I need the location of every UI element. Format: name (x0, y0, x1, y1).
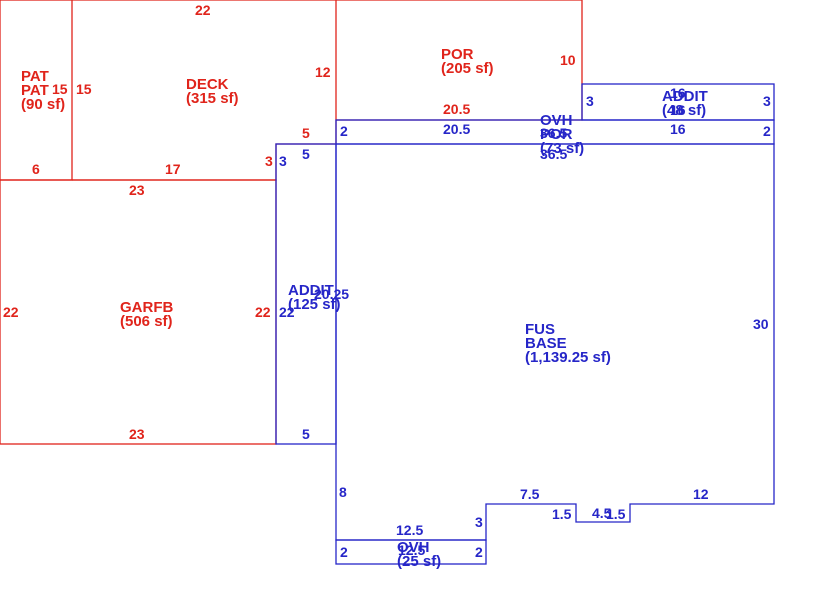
dim-pat-top-left: 15 (52, 81, 68, 97)
dim-fus-left-lower: 8 (339, 484, 347, 500)
ovh-bottom-area: (25 sf) (397, 553, 442, 570)
fus-area: (1,139.25 sf) (525, 349, 611, 366)
dim-por-right: 10 (560, 52, 576, 68)
dim-fus-bottom-right: 12 (693, 486, 709, 502)
dim-ovh-b-bottom: 12.5 (398, 542, 426, 558)
blue-outlines (275, 83, 775, 565)
area-label-por: POR (205 sf) (441, 46, 494, 77)
por-name: POR (441, 46, 474, 63)
dim-ovh-length-b: 36.5 (540, 146, 568, 162)
dim-addit-r-right: 3 (763, 93, 771, 109)
addit-left-name: ADDIT (288, 282, 334, 299)
ovh-por-name-line1: OVH (540, 112, 573, 129)
addit-right-area: (48 sf) (662, 102, 707, 119)
dim-fus-right: 30 (753, 316, 769, 332)
dim-deck-step-horizontal: 5 (302, 125, 310, 141)
area-label-addit-right: ADDIT (48 sf) (662, 88, 708, 119)
fus-name-line1: FUS (525, 321, 555, 338)
area-label-pat: PAT PAT (90 sf) (21, 68, 66, 113)
dim-addit-r-bottom: 16 (670, 102, 686, 118)
dim-addit-l-top: 5 (302, 146, 310, 162)
ovh-bottom-outline (335, 539, 487, 565)
por-area: (205 sf) (441, 60, 494, 77)
area-label-ovh-por: OVH POR (73 sf) (540, 112, 585, 157)
pat-name-line1: PAT (21, 68, 49, 85)
dim-addit-l-left: 22 (279, 304, 295, 320)
dim-ovh-right: 2 (763, 123, 771, 139)
dim-ovh-b-right: 2 (475, 544, 483, 560)
ovh-por-area: (73 sf) (540, 140, 585, 157)
fus-name-line2: BASE (525, 335, 567, 352)
ovh-por-name-line2: POR (540, 126, 573, 143)
dim-addit-r-left: 3 (586, 93, 594, 109)
ovh-bottom-name: OVH (397, 539, 430, 556)
area-label-addit-left: ADDIT (125 sf) (288, 282, 341, 313)
dim-pat-right: 15 (76, 81, 92, 97)
deck-name: DECK (186, 76, 229, 93)
dim-addit-r-top: 16 (670, 85, 686, 101)
dim-garfb-left: 22 (3, 304, 19, 320)
area-label-garfb: GARFB (506 sf) (120, 299, 174, 330)
dim-deck-right: 12 (315, 64, 331, 80)
dim-fus-step-vertical: 3 (475, 514, 483, 530)
area-label-fus-base: FUS BASE (1,139.25 sf) (525, 321, 611, 366)
area-label-deck: DECK (315 sf) (186, 76, 239, 107)
dim-pat-bottom: 6 (32, 161, 40, 177)
addit-left-area: (125 sf) (288, 296, 341, 313)
dim-ovh-left: 2 (340, 123, 348, 139)
addit-right-name: ADDIT (662, 88, 708, 105)
pat-name-line2: PAT (21, 82, 49, 99)
dim-ovh-length-a: 36.5 (540, 125, 568, 141)
red-outlines (0, 0, 583, 445)
dim-addit-l-step: 3 (279, 153, 287, 169)
dim-fus-notch-bottom: 4.5 (592, 505, 612, 521)
deck-area: (315 sf) (186, 90, 239, 107)
dim-garfb-bottom: 23 (129, 426, 145, 442)
dim-por-bottom: 20.5 (443, 101, 471, 117)
garfb-area: (506 sf) (120, 313, 173, 330)
dim-deck-bottom: 17 (165, 161, 181, 177)
dim-garfb-top: 23 (129, 182, 145, 198)
dim-addit-l-right: 20.25 (314, 286, 350, 302)
dim-ovh-top: 20.5 (443, 121, 471, 137)
dim-fus-bottom-step: 7.5 (520, 486, 540, 502)
dim-ovh-b-top: 12.5 (396, 522, 424, 538)
dim-fus-notch-right: 1.5 (606, 506, 626, 522)
dim-deck-step-vertical: 3 (265, 153, 273, 169)
area-label-ovh-bottom: OVH (25 sf) (397, 539, 442, 570)
dim-ovh-right-top: 16 (670, 121, 686, 137)
dim-fus-notch-left: 1.5 (552, 506, 572, 522)
dim-ovh-b-left: 2 (340, 544, 348, 560)
dim-garfb-right: 22 (255, 304, 271, 320)
pat-area: (90 sf) (21, 96, 66, 113)
garfb-name: GARFB (120, 299, 174, 316)
dim-deck-top: 22 (195, 2, 211, 18)
dim-addit-l-bottom: 5 (302, 426, 310, 442)
